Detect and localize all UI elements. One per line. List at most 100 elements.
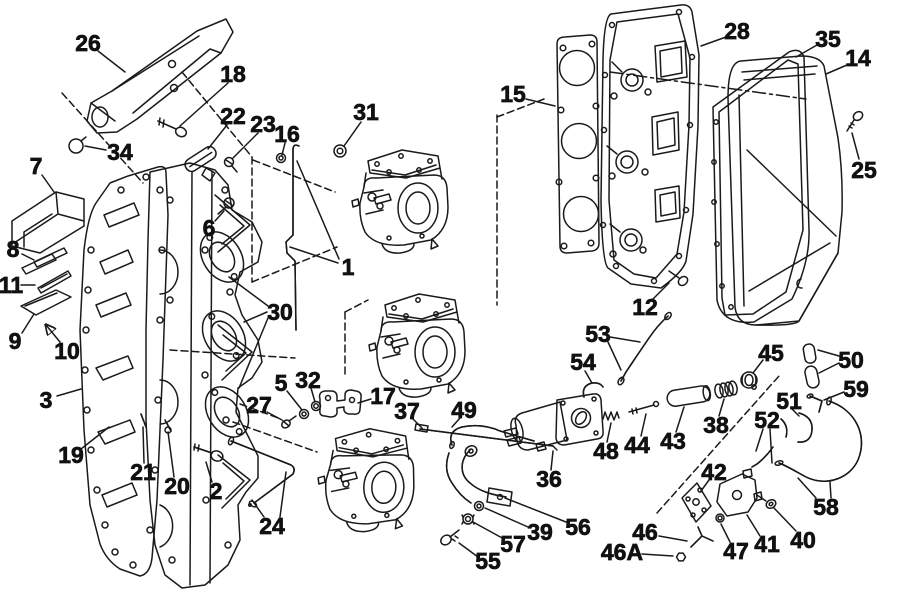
callout-37: 37 bbox=[394, 398, 420, 424]
callout-24: 24 bbox=[259, 513, 285, 539]
carb-gasket-drawing bbox=[199, 231, 245, 283]
bolt-6-drawing bbox=[217, 197, 235, 215]
leader-line-26 bbox=[97, 50, 126, 73]
leader-line-41 bbox=[746, 514, 761, 537]
leader-line-28 bbox=[700, 36, 727, 47]
carb-gasket-drawing bbox=[204, 386, 250, 438]
leader-line-43 bbox=[675, 406, 685, 433]
silencer-gasket-drawing bbox=[555, 34, 600, 254]
carburetor-bottom-drawing bbox=[315, 426, 417, 535]
screw-12-drawing bbox=[668, 270, 689, 287]
leader-line-27 bbox=[266, 411, 283, 421]
leader-line-45 bbox=[752, 359, 764, 374]
callout-41: 41 bbox=[754, 531, 780, 557]
leader-line-46 bbox=[658, 535, 688, 542]
screw-40-drawing bbox=[756, 494, 777, 510]
leader-line-25 bbox=[851, 132, 860, 160]
callout-45: 45 bbox=[758, 340, 784, 366]
callout-28: 28 bbox=[724, 18, 750, 44]
hose-51-drawing bbox=[797, 412, 813, 443]
primer-solenoid-drawing bbox=[503, 393, 604, 452]
callout-20: 20 bbox=[164, 473, 190, 499]
callout-42: 42 bbox=[701, 459, 727, 485]
callout-58: 58 bbox=[813, 494, 839, 520]
cap-45-drawing bbox=[740, 371, 758, 390]
mounting-plate-drawing bbox=[79, 165, 169, 577]
valve-body-41-drawing bbox=[716, 468, 763, 517]
callout-53: 53 bbox=[585, 321, 611, 347]
leader-line-23 bbox=[232, 132, 259, 159]
pin-44-drawing bbox=[628, 400, 660, 415]
leader-line-2 bbox=[205, 461, 213, 483]
leader-line-53 bbox=[609, 336, 641, 343]
spring-48-drawing bbox=[602, 411, 620, 421]
reed-stop-drawing bbox=[37, 270, 72, 294]
callout-46: 46 bbox=[632, 519, 658, 545]
callout-59: 59 bbox=[843, 376, 869, 402]
callout-54: 54 bbox=[570, 349, 596, 375]
callout-18: 18 bbox=[220, 61, 246, 87]
leader-line-30 bbox=[243, 311, 268, 323]
callout-2: 2 bbox=[210, 478, 223, 504]
callout-31: 31 bbox=[353, 99, 379, 125]
callout-51: 51 bbox=[776, 388, 802, 414]
leader-line-9 bbox=[21, 313, 35, 334]
leader-line-21 bbox=[142, 426, 145, 464]
leader-line-38 bbox=[718, 398, 725, 417]
leader-line-52 bbox=[769, 428, 773, 464]
plug-drawing bbox=[68, 136, 87, 154]
leader-line-22 bbox=[207, 124, 228, 150]
silencer-base-drawing bbox=[599, 4, 700, 289]
leader-line-8 bbox=[21, 253, 35, 261]
leader-line-32 bbox=[310, 387, 316, 403]
nut-32-drawing bbox=[310, 400, 322, 412]
leader-line-47 bbox=[720, 523, 731, 543]
leader-line-1 bbox=[296, 160, 340, 260]
leader-line-3 bbox=[56, 388, 82, 397]
screw-23-drawing bbox=[223, 156, 238, 173]
callout-23: 23 bbox=[250, 111, 276, 137]
leader-line-30 bbox=[228, 276, 269, 307]
leader-line-35 bbox=[795, 44, 818, 58]
callout-55: 55 bbox=[475, 548, 501, 574]
callout-9: 9 bbox=[9, 328, 22, 354]
leader-line-58 bbox=[829, 481, 832, 499]
callout-36: 36 bbox=[536, 466, 562, 492]
callout-35: 35 bbox=[815, 26, 841, 52]
callout-6: 6 bbox=[203, 215, 216, 241]
reed-block-drawing bbox=[11, 191, 85, 254]
callout-40: 40 bbox=[790, 527, 816, 553]
hose-53-drawing bbox=[617, 311, 672, 386]
choke-rod-drawing bbox=[285, 144, 300, 331]
nut-57-drawing bbox=[461, 513, 475, 525]
leader-line-34 bbox=[84, 145, 107, 151]
callout-27: 27 bbox=[246, 392, 272, 418]
carb-gasket-drawing bbox=[201, 310, 247, 362]
callout-26: 26 bbox=[75, 30, 101, 56]
elbow-59-drawing bbox=[806, 393, 823, 413]
callout-43: 43 bbox=[660, 428, 686, 454]
pin-20-drawing bbox=[164, 419, 172, 432]
leader-line-50 bbox=[818, 362, 840, 374]
wire-39-drawing bbox=[445, 452, 485, 512]
leader-line-46A bbox=[641, 553, 674, 557]
leader-line-12 bbox=[651, 282, 670, 301]
leader-line-30 bbox=[238, 317, 269, 389]
screw-25-drawing bbox=[846, 110, 864, 132]
callout-17: 17 bbox=[370, 383, 396, 409]
callout-21: 21 bbox=[130, 459, 156, 485]
cover-gasket-drawing bbox=[711, 49, 810, 324]
washer-5-drawing bbox=[298, 408, 310, 420]
link-49-drawing bbox=[449, 424, 535, 450]
callout-25: 25 bbox=[851, 157, 877, 183]
callout-30: 30 bbox=[267, 299, 293, 325]
leader-line-7 bbox=[41, 174, 55, 193]
cam-follower-17-drawing bbox=[318, 389, 362, 418]
leader-line-24 bbox=[279, 471, 287, 518]
leader-line-36 bbox=[550, 450, 554, 471]
valve-plate-42-drawing bbox=[681, 482, 712, 523]
leader-line-24 bbox=[251, 499, 265, 518]
